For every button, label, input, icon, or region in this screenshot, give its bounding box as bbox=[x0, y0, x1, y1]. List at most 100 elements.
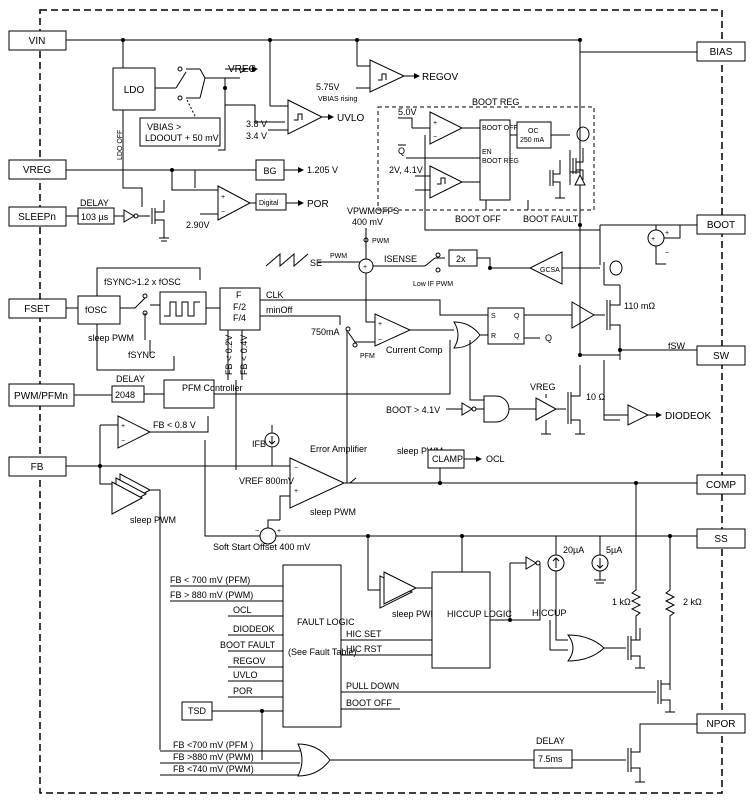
fault-logic: FAULT LOGIC (See Fault Table) bbox=[282, 564, 356, 728]
svg-text:FB > 880 mV (PWM): FB > 880 mV (PWM) bbox=[170, 590, 253, 600]
fb-08-comparator: +− FB < 0.8 V bbox=[99, 415, 209, 466]
svg-text:BOOT OFF: BOOT OFF bbox=[455, 214, 501, 224]
svg-text:LDOOUT + 50 mV: LDOOUT + 50 mV bbox=[145, 133, 219, 143]
gate-driver bbox=[571, 301, 595, 329]
svg-text:5µA: 5µA bbox=[606, 545, 622, 555]
svg-text:VPWMOFFS: VPWMOFFS bbox=[347, 206, 399, 216]
svg-text:SW: SW bbox=[713, 351, 730, 362]
svg-text:Q: Q bbox=[545, 333, 552, 343]
pin-fset[interactable]: FSET bbox=[8, 298, 67, 319]
oscillator: fOSC bbox=[77, 295, 121, 325]
svg-text:POR: POR bbox=[233, 686, 253, 696]
svg-text:DIODEOK: DIODEOK bbox=[665, 411, 711, 422]
vbias-condition-box: VBIAS > LDOOUT + 50 mV bbox=[139, 117, 221, 147]
svg-text:PULL DOWN: PULL DOWN bbox=[346, 681, 399, 691]
svg-text:+: + bbox=[433, 120, 437, 127]
and-gate bbox=[483, 395, 510, 423]
svg-text:3.4 V: 3.4 V bbox=[246, 131, 267, 141]
svg-text:HICCUP LOGIC: HICCUP LOGIC bbox=[447, 609, 512, 619]
por-comparator: +− 2.90V Digital POR bbox=[186, 185, 329, 230]
svg-text:Current Comp: Current Comp bbox=[386, 345, 443, 355]
pin-comp[interactable]: COMP bbox=[696, 474, 746, 495]
svg-text:OC: OC bbox=[528, 128, 539, 135]
pin-npor[interactable]: NPOR bbox=[696, 713, 746, 734]
bandgap-block: BG bbox=[255, 159, 285, 181]
svg-text:Q: Q bbox=[514, 313, 520, 320]
svg-text:FB < 700 mV (PFM): FB < 700 mV (PFM) bbox=[170, 575, 250, 585]
svg-text:2048: 2048 bbox=[115, 390, 135, 400]
resistor-2k: 2 kΩ bbox=[664, 536, 702, 690]
svg-text:FAULT LOGIC: FAULT LOGIC bbox=[297, 617, 355, 627]
svg-text:sleep PWM: sleep PWM bbox=[310, 507, 356, 517]
svg-text:PWM/PFMn: PWM/PFMn bbox=[14, 391, 68, 402]
svg-text:−: − bbox=[294, 465, 298, 472]
svg-text:VREG: VREG bbox=[530, 382, 556, 392]
diodeok-buffer bbox=[627, 404, 650, 426]
svg-text:BG: BG bbox=[263, 166, 276, 176]
svg-text:IFB: IFB bbox=[252, 439, 266, 449]
sawtooth-ramp bbox=[265, 252, 309, 268]
svg-text:+: + bbox=[121, 423, 125, 430]
pin-sleepn[interactable]: SLEEPn bbox=[8, 206, 67, 227]
uvlo-comparator: 3.8 V 3.4 V UVLO bbox=[246, 99, 364, 141]
svg-text:EN: EN bbox=[482, 149, 492, 156]
svg-text:F/4: F/4 bbox=[233, 313, 246, 323]
sr-latch: S R Q Q bbox=[487, 307, 525, 345]
svg-text:400 mV: 400 mV bbox=[352, 217, 383, 227]
pin-fb[interactable]: FB bbox=[8, 456, 67, 477]
svg-text:2V, 4.1V: 2V, 4.1V bbox=[389, 165, 423, 175]
pin-boot[interactable]: BOOT bbox=[696, 214, 746, 235]
svg-text:3.8 V: 3.8 V bbox=[246, 119, 267, 129]
svg-text:HIC SET: HIC SET bbox=[346, 629, 382, 639]
svg-text:SS: SS bbox=[714, 534, 728, 545]
svg-text:1 kΩ: 1 kΩ bbox=[612, 597, 631, 607]
svg-text:LDO: LDO bbox=[124, 85, 145, 96]
pin-sw[interactable]: SW bbox=[696, 345, 746, 366]
svg-text:−: − bbox=[665, 250, 669, 257]
svg-text:REGOV: REGOV bbox=[233, 656, 266, 666]
svg-text:Low IF PWM: Low IF PWM bbox=[413, 281, 453, 288]
svg-text:PWM: PWM bbox=[372, 238, 389, 245]
pin-ss[interactable]: SS bbox=[696, 528, 746, 549]
svg-text:10 Ω: 10 Ω bbox=[586, 392, 606, 402]
svg-text:−: − bbox=[433, 134, 437, 141]
svg-text:FB < 0.2V: FB < 0.2V bbox=[224, 335, 234, 375]
svg-text:BOOT REG: BOOT REG bbox=[472, 97, 519, 107]
svg-text:UVLO: UVLO bbox=[233, 670, 258, 680]
error-amplifier: −+ Error Amplifier VREF 800mV sleep PWM bbox=[239, 330, 697, 520]
svg-text:750mA: 750mA bbox=[311, 327, 340, 337]
svg-text:BIAS: BIAS bbox=[710, 47, 733, 58]
ic-boundary bbox=[39, 9, 723, 794]
svg-text:REGOV: REGOV bbox=[422, 72, 458, 83]
svg-text:VREF 800mV: VREF 800mV bbox=[239, 476, 294, 486]
fault-outputs: HIC SET HIC RST PULL DOWN BOOT OFF bbox=[341, 629, 675, 713]
svg-text:−: − bbox=[378, 337, 382, 344]
svg-text:COMP: COMP bbox=[706, 480, 736, 491]
svg-text:HICCUP: HICCUP bbox=[532, 608, 567, 618]
pulse-generator bbox=[159, 291, 207, 325]
svg-text:BOOT FAULT: BOOT FAULT bbox=[523, 214, 579, 224]
svg-text:FB: FB bbox=[31, 462, 44, 473]
ldo-off-label: LDO OFF bbox=[117, 130, 124, 160]
svg-text:fSW: fSW bbox=[668, 341, 686, 351]
svg-text:FB <740 mV (PWM): FB <740 mV (PWM) bbox=[173, 764, 254, 774]
svg-text:5.0V: 5.0V bbox=[398, 107, 417, 117]
pin-vin[interactable]: VIN bbox=[8, 30, 67, 51]
svg-text:sleep PWM: sleep PWM bbox=[88, 333, 134, 343]
svg-text:PFM: PFM bbox=[360, 353, 375, 360]
svg-text:−: − bbox=[121, 438, 125, 445]
svg-text:FB <700 mV (PFM ): FB <700 mV (PFM ) bbox=[173, 740, 253, 750]
svg-text:VBIAS rising: VBIAS rising bbox=[318, 96, 357, 103]
svg-text:NPOR: NPOR bbox=[707, 719, 736, 730]
pin-bias[interactable]: BIAS bbox=[696, 41, 746, 62]
pin-pwm-pfmn[interactable]: PWM/PFMn bbox=[8, 383, 75, 407]
pin-vreg[interactable]: VREG bbox=[8, 159, 67, 180]
resistor-1k: 1 kΩ bbox=[612, 483, 642, 640]
svg-text:sleep PWM: sleep PWM bbox=[397, 446, 443, 456]
svg-text:HIC RST: HIC RST bbox=[346, 644, 383, 654]
delay-103us: DELAY 103 µs bbox=[77, 198, 115, 225]
ldo-block: LDO bbox=[112, 67, 156, 111]
svg-text:+: + bbox=[221, 194, 225, 201]
svg-text:OCL: OCL bbox=[233, 605, 252, 615]
